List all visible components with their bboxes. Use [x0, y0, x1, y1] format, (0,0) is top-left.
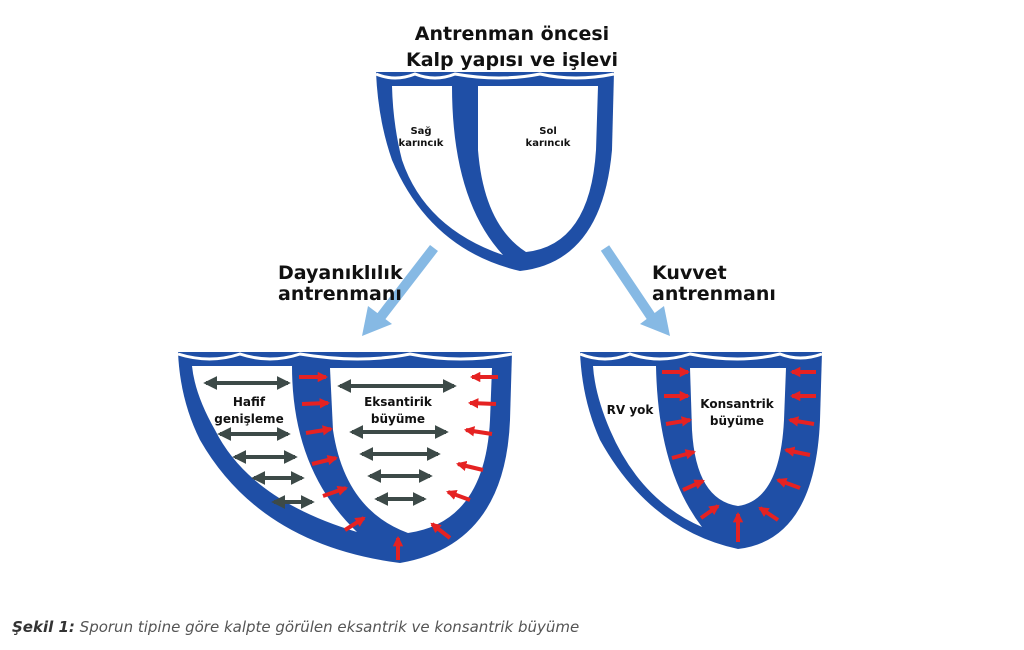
caption-prefix: Şekil 1:	[12, 618, 75, 636]
strength-label-line-1: Kuvvet	[652, 262, 727, 284]
title-line-2: Kalp yapısı ve işlevi	[406, 49, 618, 71]
hafif-label-line-2: genişleme	[214, 412, 283, 426]
heart-endurance	[177, 352, 513, 563]
konsantrik-label-line-2: büyüme	[710, 414, 764, 428]
heart-strength	[579, 352, 823, 549]
lv-label-line-2: karıncık	[526, 138, 571, 149]
caption-text: Sporun tipine göre kalpte görülen eksant…	[74, 618, 580, 636]
rv-yok-label: RV yok	[607, 403, 655, 417]
growth-arrows-strength	[662, 366, 816, 542]
rv-label-line-2: karıncık	[399, 138, 444, 149]
dilation-arrows	[203, 376, 457, 509]
strength-label-line-2: antrenmanı	[652, 283, 776, 305]
growth-arrows-endurance	[299, 371, 498, 560]
eksantrik-label-line-1: Eksantirik	[364, 395, 433, 409]
title-line-1: Antrenman öncesi	[415, 23, 609, 45]
arrow-to-endurance	[362, 244, 438, 336]
eksantrik-label-line-2: büyüme	[371, 412, 425, 426]
endurance-label-line-2: antrenmanı	[278, 283, 402, 305]
endurance-label-line-1: Dayanıklılık	[278, 262, 403, 284]
arrow-to-strength	[600, 245, 670, 336]
konsantrik-label-line-1: Konsantrik	[700, 397, 774, 411]
hafif-label-line-1: Hafif	[233, 395, 266, 409]
lv-label-line-1: Sol	[539, 126, 557, 137]
heart-before-training	[375, 72, 615, 271]
figure-caption: Şekil 1: Sporun tipine göre kalpte görül…	[12, 618, 579, 636]
rv-label-line-1: Sağ	[410, 125, 431, 137]
